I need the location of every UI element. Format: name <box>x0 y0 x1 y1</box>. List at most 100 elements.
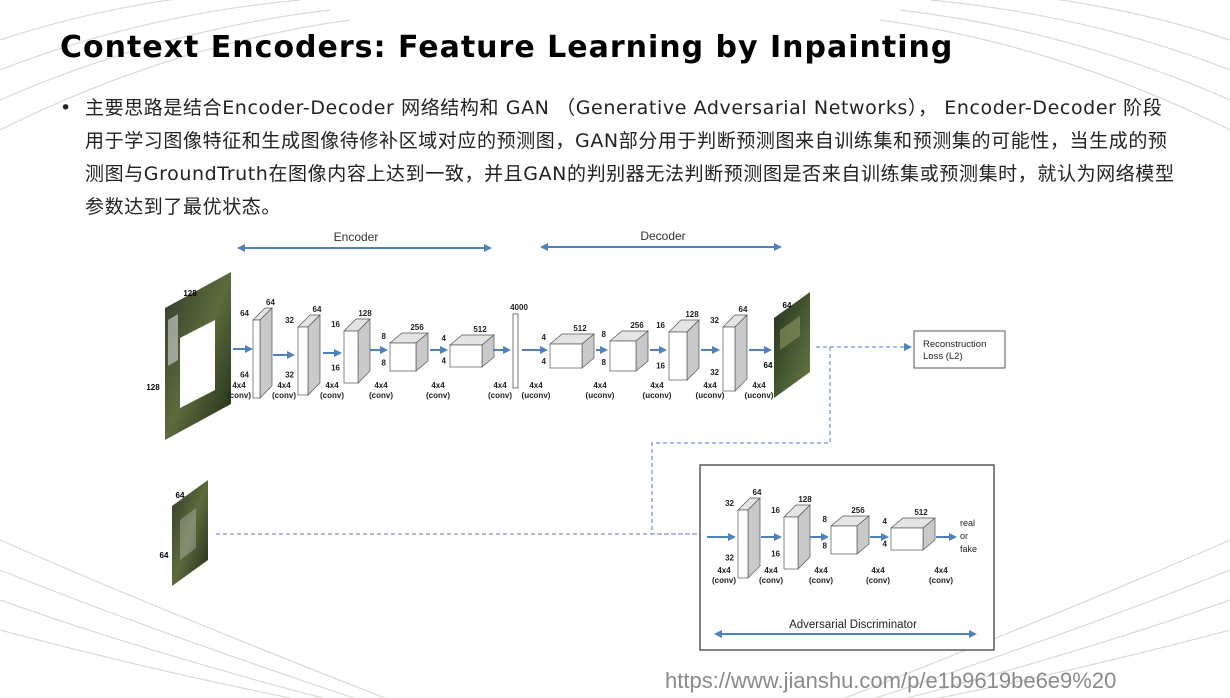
encoder-block-3 <box>390 343 416 371</box>
adversarial-label: Adversarial Discriminator <box>789 619 917 631</box>
decoder-block-2-op-size: 4x4 <box>650 381 664 390</box>
discriminator-block-3 <box>891 528 923 550</box>
input-height-label: 128 <box>146 383 160 392</box>
discriminator-block-0-height-label: 32 <box>725 499 734 508</box>
decoder-block-1-op-type: (uconv) <box>586 391 615 400</box>
decoder-block-2-height-label: 16 <box>656 321 665 330</box>
decoder-block-3-width-label: 32 <box>710 368 719 377</box>
discriminator-output-0: real <box>960 518 975 528</box>
discriminator-block-3-width-label: 4 <box>883 539 888 548</box>
source-watermark: https://www.jianshu.com/p/e1b9619be6e9%2… <box>665 668 1116 694</box>
discriminator-output-1: or <box>960 531 968 541</box>
discriminator-block-2 <box>831 526 857 554</box>
discriminator-block-2-width-label: 8 <box>823 542 828 551</box>
decoder-last-op-type: (uconv) <box>745 391 774 400</box>
encoder-block-1-height-label: 32 <box>285 316 294 325</box>
decoder-block-0-op-size: 4x4 <box>529 381 543 390</box>
discriminator-last-op-size: 4x4 <box>934 566 948 575</box>
encoder-block-1 <box>298 327 308 395</box>
discriminator-output-2: fake <box>960 544 977 554</box>
discriminator-block-1-depth-label: 128 <box>798 495 812 504</box>
encoder-block-3-height-label: 8 <box>382 332 387 341</box>
encoder-block-1-depth-label: 64 <box>313 305 322 314</box>
discriminator-block-1-height-label: 16 <box>771 506 780 515</box>
encoder-block-2-width-label: 16 <box>331 363 340 372</box>
encoder-block-1-op-size: 4x4 <box>277 381 291 390</box>
bottleneck-op-type: (conv) <box>488 391 512 400</box>
decoder-block-0-width-label: 4 <box>542 357 547 366</box>
bottleneck-op-size: 4x4 <box>493 381 507 390</box>
encoder-block-0-height-label: 64 <box>240 309 249 318</box>
encoder-block-3-op-size: 4x4 <box>374 381 388 390</box>
encoder-block-2-op-type: (conv) <box>320 391 344 400</box>
encoder-block-2-op-size: 4x4 <box>325 381 339 390</box>
discriminator-block-0-side <box>748 498 760 578</box>
encoder-block-3-op-type: (conv) <box>369 391 393 400</box>
decoder-block-1-height-label: 8 <box>602 330 607 339</box>
discriminator-block-0-op-type: (conv) <box>712 576 736 585</box>
discriminator-last-op-type: (conv) <box>929 576 953 585</box>
real-input-width-label: 64 <box>176 491 185 500</box>
encoder-block-4-depth-label: 512 <box>473 325 487 334</box>
discriminator-block-2-depth-label: 256 <box>851 506 865 515</box>
encoder-block-3-width-label: 8 <box>382 359 387 368</box>
discriminator-block-0 <box>738 510 748 578</box>
decoder-block-3-side <box>735 315 747 391</box>
decoder-block-1-width-label: 8 <box>602 358 607 367</box>
reconstruction-label: Reconstruction <box>923 339 986 350</box>
discriminator-block-3-depth-label: 512 <box>914 508 928 517</box>
encoder-block-0-op-type: (conv) <box>227 391 251 400</box>
discriminator-block-0-depth-label: 64 <box>753 488 762 497</box>
decoder-block-3-height-label: 32 <box>710 316 719 325</box>
encoder-block-0-width-label: 64 <box>240 371 249 380</box>
encoder-block-2-depth-label: 128 <box>358 309 372 318</box>
decoder-last-op-size: 4x4 <box>752 381 766 390</box>
discriminator-block-1 <box>784 517 798 569</box>
masked-input-image <box>165 272 231 440</box>
loss-label: Loss (L2) <box>923 351 963 362</box>
decoder-block-1-depth-label: 256 <box>630 321 644 330</box>
decoder-block-3-op-size: 4x4 <box>703 381 717 390</box>
decoder-block-0-height-label: 4 <box>542 333 547 342</box>
encoder-block-0 <box>253 320 260 398</box>
decoder-block-0-op-type: (uconv) <box>522 391 551 400</box>
decoder-block-1 <box>610 341 636 371</box>
encoder-block-0-depth-label: 64 <box>266 298 275 307</box>
encoder-block-0-side <box>260 308 272 398</box>
decoder-block-2-depth-label: 128 <box>685 310 699 319</box>
discriminator-block-1-op-type: (conv) <box>759 576 783 585</box>
discriminator-block-2-op-size: 4x4 <box>814 566 828 575</box>
encoder-block-2 <box>344 331 358 383</box>
encoder-block-1-op-type: (conv) <box>272 391 296 400</box>
input-width-label: 128 <box>183 289 197 298</box>
encoder-block-4-op-type: (conv) <box>426 391 450 400</box>
decoder-block-0-depth-label: 512 <box>573 324 587 333</box>
discriminator-block-2-op-type: (conv) <box>809 576 833 585</box>
predicted-output-image <box>774 292 810 398</box>
output-height-label: 64 <box>764 361 773 370</box>
encoder-label: Encoder <box>334 230 379 244</box>
decoder-block-2-op-type: (uconv) <box>643 391 672 400</box>
decoder-block-0 <box>550 344 582 368</box>
encoder-block-4 <box>450 345 482 367</box>
encoder-block-4-height-label: 4 <box>442 334 447 343</box>
encoder-block-2-height-label: 16 <box>331 320 340 329</box>
discriminator-block-3-op-size: 4x4 <box>871 566 885 575</box>
discriminator-block-3-op-type: (conv) <box>866 576 890 585</box>
real-input-height-label: 64 <box>160 551 169 560</box>
bottleneck-block <box>513 314 518 388</box>
encoder-block-4-op-size: 4x4 <box>431 381 445 390</box>
decoder-block-3 <box>723 327 735 391</box>
encoder-block-1-side <box>308 315 320 395</box>
encoder-block-1-width-label: 32 <box>285 371 294 380</box>
decoder-block-2 <box>669 332 687 380</box>
encoder-block-3-depth-label: 256 <box>410 323 424 332</box>
decoder-block-2-width-label: 16 <box>656 362 665 371</box>
discriminator-block-1-width-label: 16 <box>771 549 780 558</box>
discriminator-block-0-op-size: 4x4 <box>717 566 731 575</box>
encoder-block-4-width-label: 4 <box>442 356 447 365</box>
discriminator-block-2-height-label: 8 <box>823 515 828 524</box>
decoder-label: Decoder <box>640 229 685 243</box>
decoder-block-3-depth-label: 64 <box>739 305 748 314</box>
